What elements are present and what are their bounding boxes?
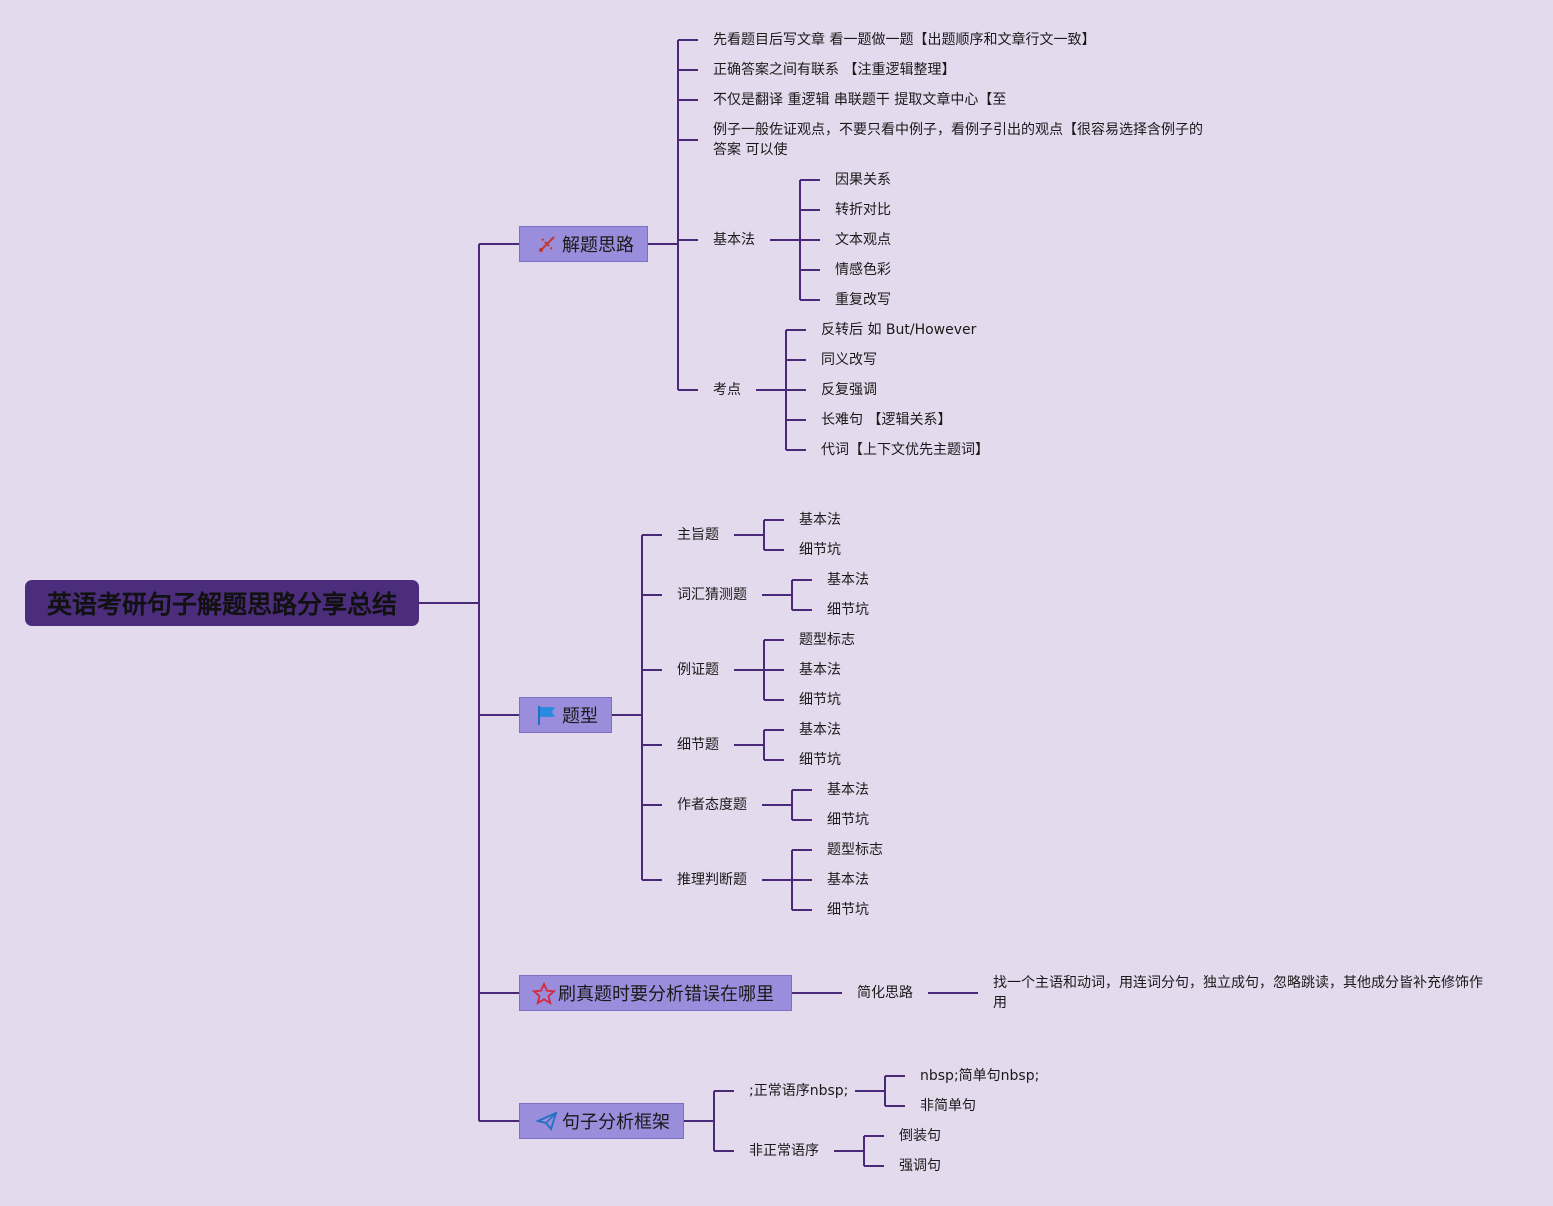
topic-item[interactable]: 文本观点: [835, 232, 891, 248]
topic-item[interactable]: 倒装句: [899, 1128, 941, 1144]
topic-type[interactable]: 作者态度题: [677, 797, 747, 813]
topic-label: 句子分析框架: [562, 1112, 670, 1133]
topic-label: 解题思路: [562, 235, 634, 256]
topic-label: 刷真题时要分析错误在哪里: [558, 984, 774, 1005]
tools-icon: [536, 233, 558, 255]
topic-item[interactable]: nbsp;简单句nbsp;: [920, 1068, 1040, 1084]
topic-item[interactable]: 基本法: [799, 722, 841, 738]
topic-item[interactable]: 反转后 如 But/However: [821, 322, 977, 338]
flag-icon: [536, 704, 558, 726]
topic-item[interactable]: 细节坑: [799, 692, 841, 708]
topic-simplify[interactable]: 简化思路: [857, 985, 913, 1001]
topic-item[interactable]: 同义改写: [821, 352, 877, 368]
topic-item[interactable]: 例子一般佐证观点，不要只看中例子，看例子引出的观点【很容易选择含例子的答案 可以…: [713, 122, 1203, 158]
topic-test-points[interactable]: 考点: [713, 382, 741, 398]
topic-type[interactable]: 主旨题: [677, 527, 719, 543]
topic-item[interactable]: 基本法: [827, 572, 869, 588]
topic-item[interactable]: 细节坑: [827, 902, 869, 918]
topic-item[interactable]: 基本法: [799, 662, 841, 678]
topic-item[interactable]: 基本法: [799, 512, 841, 528]
topic-item[interactable]: 正确答案之间有联系 【注重逻辑整理】: [713, 62, 956, 78]
topic-item[interactable]: 细节坑: [827, 812, 869, 828]
topic-item[interactable]: 基本法: [827, 872, 869, 888]
topic-item[interactable]: 重复改写: [835, 292, 891, 308]
topic-sentence-framework[interactable]: 句子分析框架: [519, 1103, 684, 1139]
topic-item[interactable]: 找一个主语和动词，用连词分句，独立成句，忽略跳读，其他成分皆补充修饰作用: [993, 975, 1483, 1011]
topic-item[interactable]: 不仅是翻译 重逻辑 串联题干 提取文章中心【至: [713, 92, 1007, 108]
star-icon: [531, 981, 557, 1005]
topic-item[interactable]: 细节坑: [799, 542, 841, 558]
paper-plane-icon: [535, 1110, 558, 1132]
topic-normal-order[interactable]: ;正常语序nbsp;: [749, 1083, 849, 1099]
topic-item[interactable]: 先看题目后写文章 看一题做一题【出题顺序和文章行文一致】: [713, 32, 1096, 48]
topic-item[interactable]: 基本法: [827, 782, 869, 798]
topic-abnormal-order[interactable]: 非正常语序: [749, 1143, 819, 1159]
topic-item[interactable]: 代词【上下文优先主题词】: [821, 442, 989, 458]
root-topic[interactable]: 英语考研句子解题思路分享总结: [25, 580, 419, 626]
topic-solving-approach[interactable]: 解题思路: [519, 226, 648, 262]
topic-item[interactable]: 细节坑: [799, 752, 841, 768]
topic-item[interactable]: 非简单句: [920, 1098, 976, 1114]
topic-type[interactable]: 例证题: [677, 662, 719, 678]
topic-question-types[interactable]: 题型: [519, 697, 612, 733]
topic-item[interactable]: 反复强调: [821, 382, 877, 398]
topic-type[interactable]: 推理判断题: [677, 872, 747, 888]
topic-item[interactable]: 长难句 【逻辑关系】: [821, 412, 952, 428]
topic-item[interactable]: 转折对比: [835, 202, 891, 218]
topic-item[interactable]: 题型标志: [799, 632, 855, 648]
topic-label: 题型: [562, 706, 598, 727]
topic-item[interactable]: 强调句: [899, 1158, 941, 1174]
topic-item[interactable]: 细节坑: [827, 602, 869, 618]
topic-type[interactable]: 细节题: [677, 737, 719, 753]
topic-basic-method[interactable]: 基本法: [713, 232, 755, 248]
topic-item[interactable]: 情感色彩: [835, 262, 891, 278]
topic-type[interactable]: 词汇猜测题: [677, 587, 747, 603]
topic-item[interactable]: 题型标志: [827, 842, 883, 858]
topic-error-analysis[interactable]: 刷真题时要分析错误在哪里: [519, 975, 792, 1011]
topic-item[interactable]: 因果关系: [835, 172, 891, 188]
